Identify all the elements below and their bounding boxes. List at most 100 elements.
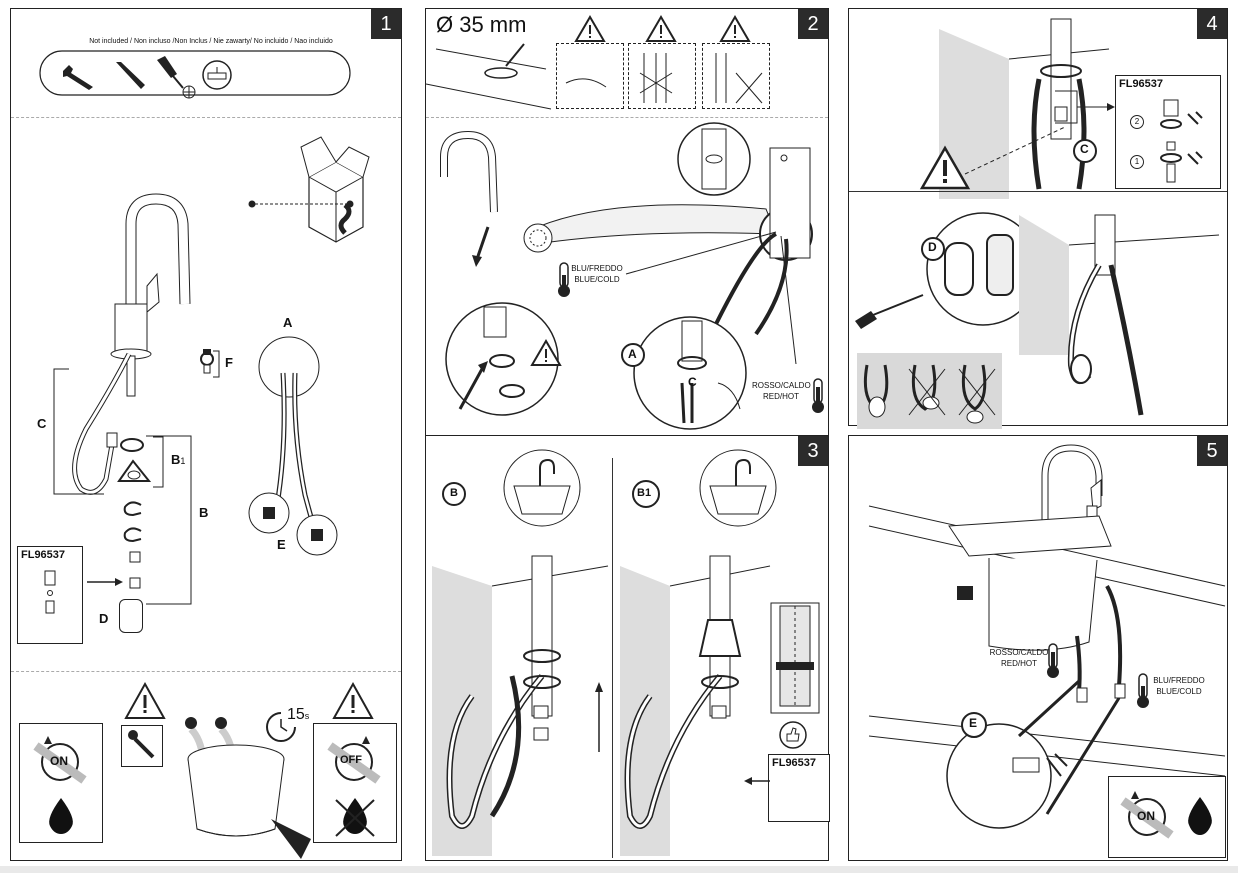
part-code-box-3: FL96537 <box>768 754 830 822</box>
arrow-up <box>595 682 603 752</box>
part-code-box-4: FL96537 2 1 <box>1115 75 1221 189</box>
bracket-arrow <box>1055 90 1115 124</box>
warning-icon-large <box>919 145 971 190</box>
label-e: E <box>277 537 286 552</box>
pull-out-hose <box>72 352 132 495</box>
warning-icon-d <box>530 339 562 366</box>
callout-c <box>1073 139 1097 163</box>
wrench-small-icon <box>128 730 155 759</box>
panel-4: 4 C FL96537 2 1 <box>848 8 1228 429</box>
cold-label-line1: BLU/FREDDO <box>1153 676 1205 685</box>
clock-icon <box>266 712 296 742</box>
label-a: A <box>628 347 637 361</box>
nut-icon <box>129 551 141 563</box>
hose-bend-warnings <box>565 53 763 104</box>
sink-view-b1 <box>632 449 777 527</box>
no-water-icon <box>335 798 375 837</box>
warning-icon-a <box>574 15 606 42</box>
install-view-b <box>432 555 609 856</box>
time-unit: s <box>304 711 310 721</box>
cold-label-line2: BLUE/COLD <box>1156 687 1202 696</box>
countertop-hole <box>425 43 552 110</box>
label-b: B <box>199 505 209 520</box>
on-label: ON <box>50 754 68 768</box>
panel-1: 1 Not included / Non incluso /Non Inclus… <box>10 8 402 861</box>
cross-section-detail <box>770 602 820 714</box>
connector-parts <box>1160 99 1203 183</box>
water-on-box: ON <box>19 723 103 843</box>
clip-f-icon <box>200 349 214 374</box>
horseshoe-clip-2 <box>123 527 142 543</box>
water-drop-icon <box>1188 797 1212 835</box>
step-1: 1 <box>1130 155 1144 169</box>
horseshoe-clip-1 <box>123 501 142 517</box>
part-code-label-4: FL96537 <box>1119 78 1164 90</box>
arrow-right <box>87 578 123 586</box>
bottom-strip <box>0 866 1238 873</box>
zoom-circle-washer <box>445 302 559 416</box>
label-f: F <box>225 355 233 370</box>
water-on-box-5: ON <box>1108 776 1226 858</box>
faucet-body-outline <box>769 147 811 259</box>
label-c: C <box>37 416 47 431</box>
nut-icon-2 <box>129 577 141 589</box>
thermometer-hot-icon <box>812 378 824 413</box>
install-top-view <box>939 18 1110 199</box>
divider <box>849 191 1227 192</box>
hot-label-line2: RED/HOT <box>763 392 799 401</box>
callout-e <box>961 712 987 738</box>
panel-number-1: 1 <box>371 9 401 39</box>
leader-lines <box>625 231 797 365</box>
callout-a <box>621 343 645 367</box>
bracket-b <box>146 435 192 605</box>
label-b1: B1 <box>637 487 652 499</box>
zoom-circle-a <box>633 316 747 430</box>
label-b: B <box>450 487 458 499</box>
arrow-left <box>744 777 770 785</box>
ring-seal-icon <box>120 438 144 452</box>
divider <box>11 671 401 672</box>
zoom-circle-d <box>926 212 1040 326</box>
callout-d <box>921 237 945 261</box>
box-icon <box>300 136 370 243</box>
bracket-c <box>53 368 104 495</box>
time-value: 15s <box>287 706 309 724</box>
part-code-label: FL96537 <box>21 549 66 561</box>
thermometer-hot-icon <box>1047 643 1059 678</box>
warning-icon-b <box>645 15 677 42</box>
faucet-illustration <box>110 193 191 397</box>
screwdriver-icon <box>157 56 196 99</box>
panel-number-2: 2 <box>798 9 828 39</box>
label-b1-sub: 1 <box>180 456 186 466</box>
cold-label-box: BLU/FREDDO BLUE/COLD <box>568 264 626 288</box>
part-code-label-3: FL96537 <box>772 757 817 769</box>
hot-label-line1: ROSSO/CALDO <box>989 648 1049 657</box>
warning-icon-c <box>719 15 751 42</box>
warning-icon-2 <box>332 681 374 719</box>
hex-key-icon <box>116 62 145 89</box>
thumbs-up-icon <box>779 721 807 749</box>
bracket-f <box>213 350 220 378</box>
water-drop-icon <box>49 798 73 834</box>
hot-label-box: ROSSO/CALDO RED/HOT <box>752 381 811 405</box>
water-off-box: OFF <box>313 723 397 843</box>
sink-view-b <box>442 449 581 527</box>
thermometer-cold-icon <box>558 262 570 297</box>
dashed-pointer <box>964 126 1066 175</box>
cold-label-line2: BLUE/COLD <box>574 275 620 284</box>
part-code-parts <box>44 570 56 614</box>
wrench-box <box>121 725 163 767</box>
warning-icon <box>124 681 166 719</box>
label-c-small: C <box>688 375 697 389</box>
gasket-plate-icon <box>117 459 152 482</box>
kitchen-sink-scene <box>868 444 1226 829</box>
install-view-b1 <box>620 555 771 856</box>
panel-number-5: 5 <box>1197 436 1227 466</box>
panel-3: 3 B B1 <box>425 435 830 861</box>
not-included-caption: Not included / Non incluso /Non Inclus /… <box>89 38 333 45</box>
label-d: D <box>99 611 109 626</box>
hose-weight-options <box>863 364 996 424</box>
faucet-head-illustration <box>440 130 498 267</box>
level-icon <box>202 60 232 90</box>
label-e: E <box>969 716 978 730</box>
